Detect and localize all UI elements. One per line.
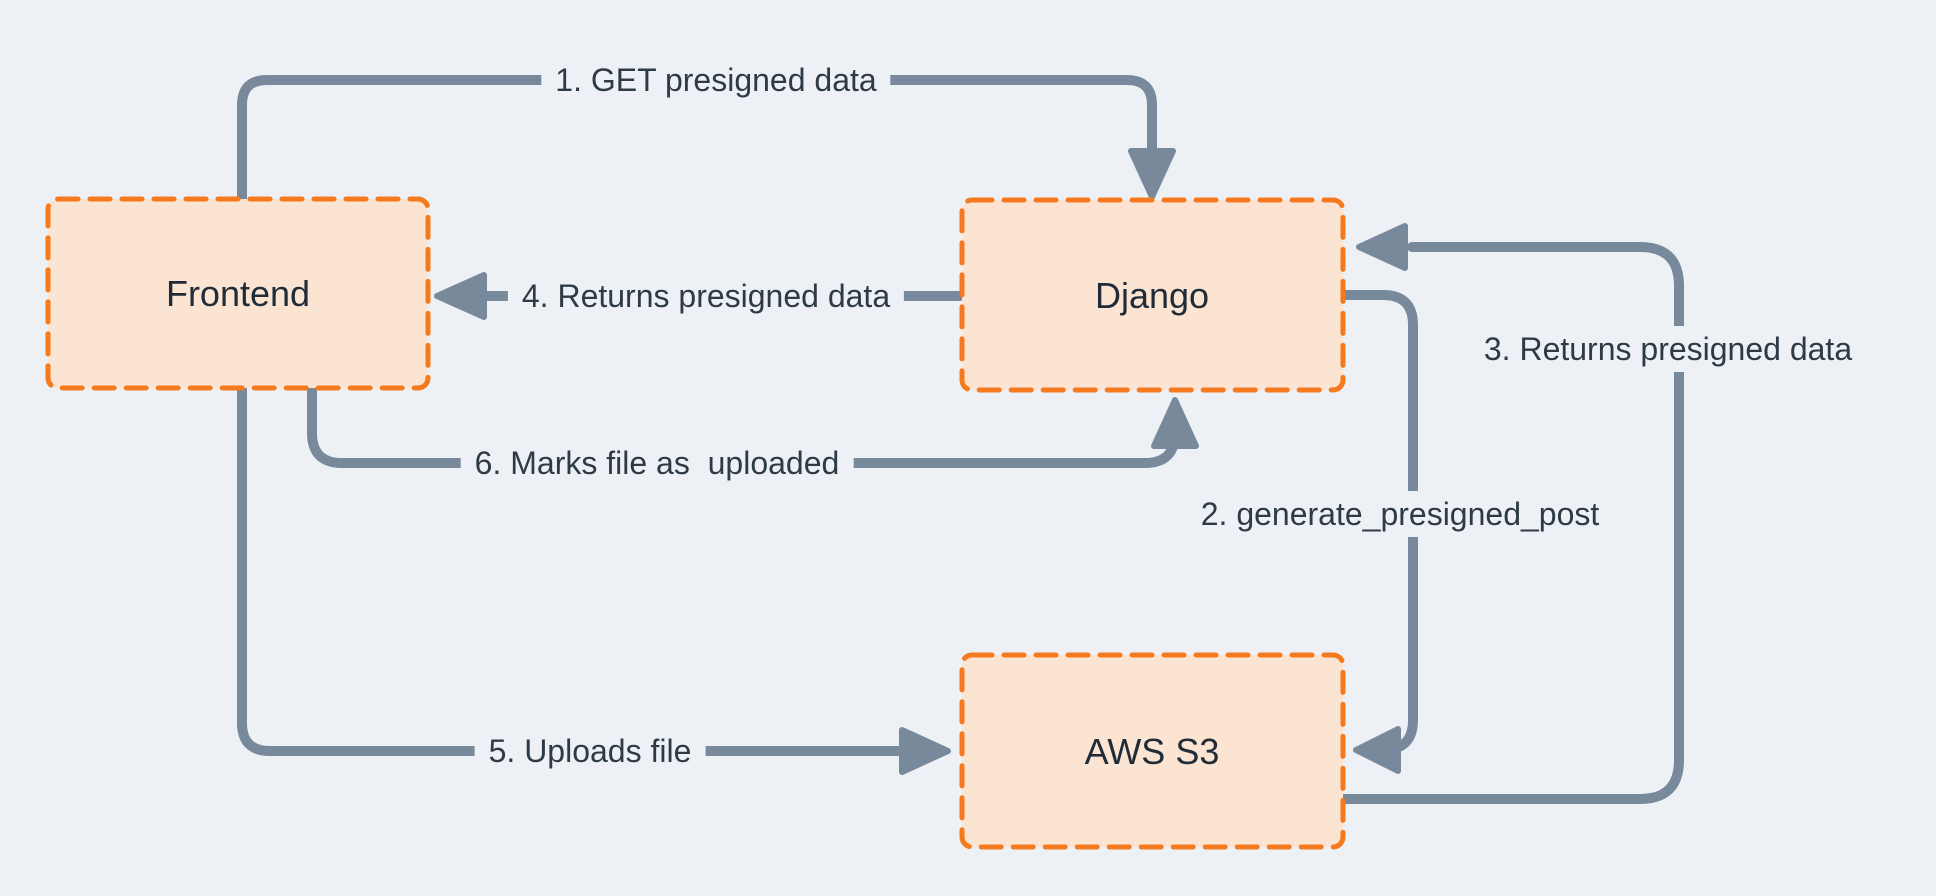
edge-label-returns-presigned-data-s3: 3. Returns presigned data (1469, 326, 1867, 372)
edge-5-arrowhead (899, 727, 951, 775)
edge-4-arrowhead (434, 272, 487, 320)
node-frontend-label: Frontend (165, 273, 311, 314)
edge-label-generate-presigned-post: 2. generate_presigned_post (1186, 491, 1614, 537)
node-django-label: Django (1094, 275, 1210, 316)
edge-3-path (1338, 242, 1684, 804)
aws-s3-box (959, 652, 1346, 850)
node-aws-s3-label: AWS S3 (1084, 731, 1220, 772)
edge-1-arrowhead (1128, 148, 1176, 200)
edge-6-path (307, 383, 1180, 468)
edge-label-get-presigned-data: 1. GET presigned data (541, 57, 891, 103)
edge-6-arrowhead (1151, 397, 1199, 449)
edge-label-uploads-file: 5. Uploads file (474, 728, 706, 774)
edge-label-returns-presigned-data-django: 4. Returns presigned data (507, 273, 905, 319)
django-box (959, 197, 1346, 393)
edge-2-arrowhead (1353, 726, 1401, 774)
edge-3-arrowhead (1356, 223, 1408, 271)
frontend-box (45, 196, 431, 391)
edge-label-marks-file-uploaded: 6. Marks file as uploaded (460, 440, 854, 486)
edge-5-path (237, 383, 908, 756)
